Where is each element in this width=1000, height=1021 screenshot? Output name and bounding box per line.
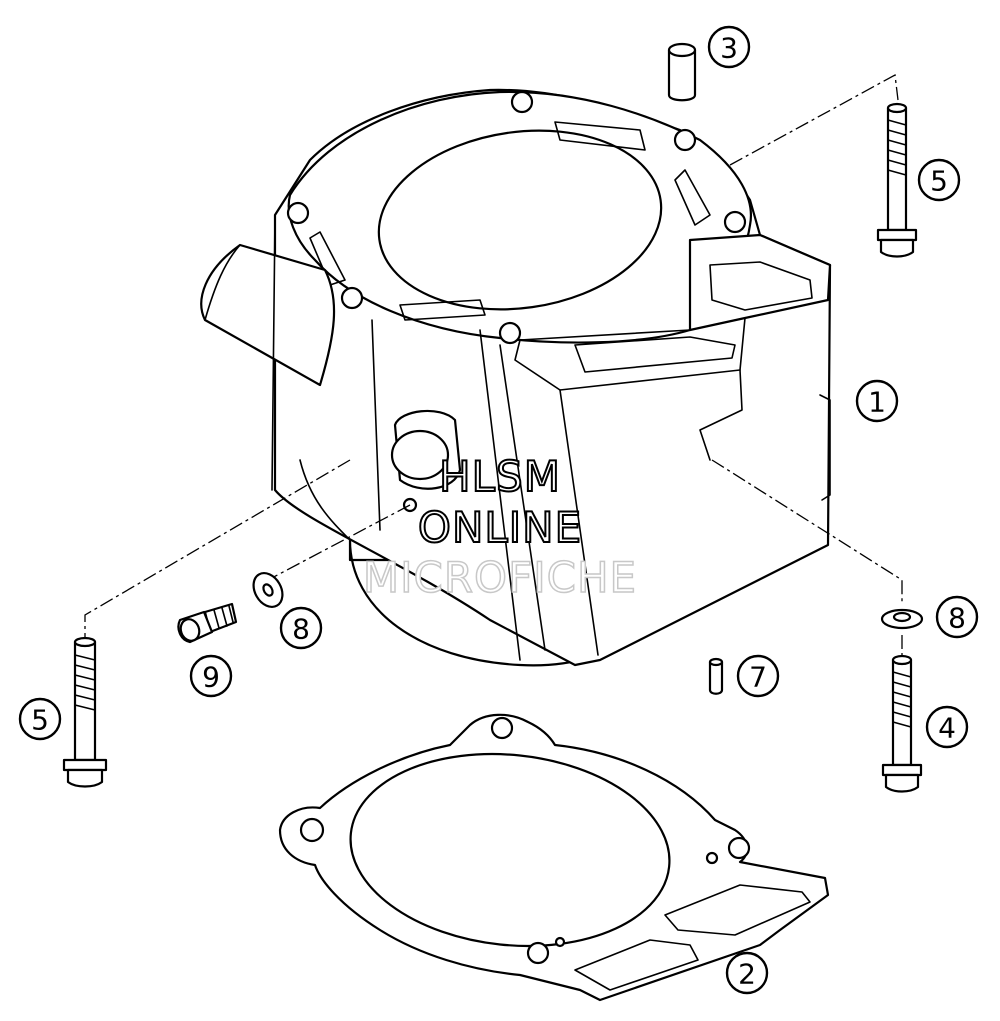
washer-left xyxy=(252,572,284,608)
callout-5-right-label: 5 xyxy=(930,165,948,198)
callout-4-label: 4 xyxy=(938,712,956,745)
leader-lines xyxy=(84,73,903,655)
screw xyxy=(177,602,238,644)
callout-1-label: 1 xyxy=(868,386,886,419)
pin xyxy=(708,657,724,695)
callout-7: 7 xyxy=(736,654,780,698)
long-bolt-right xyxy=(876,102,918,258)
long-bolt-left xyxy=(62,636,108,788)
callout-2-label: 2 xyxy=(738,958,756,991)
callout-8-right-label: 8 xyxy=(948,602,966,635)
short-bolt xyxy=(881,654,923,793)
callout-5-left: 5 xyxy=(18,697,62,741)
callout-4: 4 xyxy=(925,705,969,749)
cylinder xyxy=(200,88,832,667)
base-gasket xyxy=(278,713,830,1002)
callout-9-label: 9 xyxy=(202,661,220,694)
callout-3: 3 xyxy=(707,25,751,69)
dowel-sleeve xyxy=(667,42,697,102)
washer-right xyxy=(880,608,924,630)
callout-2: 2 xyxy=(725,951,769,995)
callout-8-right: 8 xyxy=(935,595,979,639)
callout-8-left-label: 8 xyxy=(292,613,310,646)
callout-1: 1 xyxy=(855,379,899,423)
callout-5-right: 5 xyxy=(917,158,961,202)
callout-7-label: 7 xyxy=(749,661,767,694)
callout-5-left-label: 5 xyxy=(31,704,49,737)
callout-3-label: 3 xyxy=(720,32,738,65)
callout-8-left: 8 xyxy=(279,606,323,650)
callout-9: 9 xyxy=(189,654,233,698)
